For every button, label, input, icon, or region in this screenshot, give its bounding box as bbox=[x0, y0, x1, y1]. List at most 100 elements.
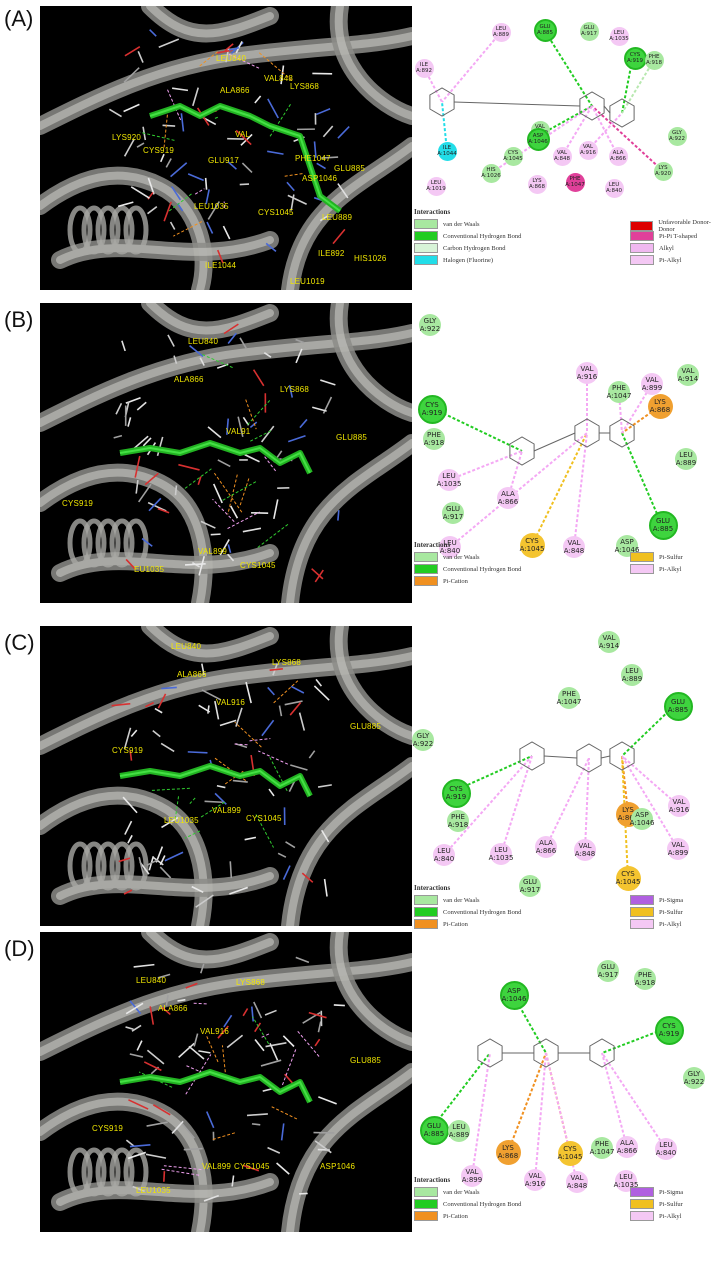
residue-number: A:848 bbox=[566, 1182, 588, 1190]
residue-label-3d: LEU889 bbox=[322, 213, 353, 222]
legend-item: van der Waals bbox=[414, 552, 480, 562]
residue-name: ASP bbox=[635, 811, 649, 819]
legend-swatch bbox=[414, 1211, 438, 1221]
interaction-line bbox=[591, 105, 664, 172]
residue-label-3d: CYS1045 bbox=[234, 1162, 270, 1171]
residue-label-3d: ASP1046 bbox=[320, 1162, 356, 1171]
legend-label: Pi-Cation bbox=[443, 577, 468, 585]
interaction-line bbox=[471, 1052, 491, 1177]
residue-number: A:916 bbox=[668, 806, 690, 814]
ligand-ring bbox=[509, 436, 535, 466]
residue-name: PHE bbox=[595, 1140, 609, 1148]
interaction-line bbox=[500, 755, 533, 855]
residue-name: LYS bbox=[654, 398, 666, 406]
residue-label-3d: VAL91 bbox=[226, 427, 251, 436]
residue-label-3d: LEU840 bbox=[136, 976, 167, 985]
residue-name: LEU bbox=[659, 1141, 673, 1149]
residue-name: CYS bbox=[563, 1145, 577, 1153]
residue-name: VAL bbox=[672, 798, 686, 806]
legend-item: Pi-Cation bbox=[414, 919, 468, 929]
residue-number: A:916 bbox=[524, 1180, 546, 1188]
legend-label: Pi-Cation bbox=[443, 920, 468, 928]
residue-label-3d: ASP1046 bbox=[302, 174, 338, 183]
residue-name: GLU bbox=[583, 25, 595, 31]
residue-label-3d: EU1035 bbox=[134, 565, 165, 574]
residue-number: A:899 bbox=[461, 1176, 483, 1184]
legend-swatch bbox=[630, 243, 654, 253]
residue-name: VAL bbox=[681, 367, 695, 375]
residue-name: VAL bbox=[567, 539, 581, 547]
residue-number: A:866 bbox=[497, 498, 519, 506]
residue-number: A:840 bbox=[655, 1149, 677, 1157]
legend-item: Pi-Alkyl bbox=[630, 255, 681, 265]
residue-name: LEU bbox=[442, 472, 456, 480]
residue-number: A:919 bbox=[421, 409, 443, 417]
residue-number: A:918 bbox=[423, 439, 445, 447]
residue-number: A:889 bbox=[621, 675, 643, 683]
residue-label-3d: VAL916 bbox=[200, 1027, 230, 1036]
legend-swatch bbox=[414, 231, 438, 241]
legend-item: Unfavorable Donor-Donor bbox=[630, 219, 725, 233]
residue-name: VAL bbox=[465, 1168, 479, 1176]
ribbon-render bbox=[40, 6, 412, 290]
residue-number: A:899 bbox=[667, 849, 689, 857]
residue-label-3d: CYS919 bbox=[143, 146, 174, 155]
residue-name: CYS bbox=[662, 1022, 676, 1030]
legend-swatch bbox=[414, 907, 438, 917]
residue-number: A:885 bbox=[667, 706, 689, 714]
residue-name: LEU bbox=[494, 846, 508, 854]
legend-label: Pi-Alkyl bbox=[659, 1212, 682, 1220]
residue-name: PHE bbox=[612, 384, 626, 392]
residue-name: ALA bbox=[539, 839, 553, 847]
interaction-line bbox=[545, 757, 590, 848]
ligand-ring bbox=[533, 1038, 559, 1068]
legend-swatch bbox=[630, 564, 654, 574]
legend-title: Interactions bbox=[414, 1176, 451, 1184]
residue-label-3d: VAL bbox=[235, 130, 251, 139]
residue-number: A:885 bbox=[423, 1130, 445, 1138]
residue-number: A:917 bbox=[580, 31, 598, 37]
legend-label: Unfavorable Donor-Donor bbox=[658, 219, 711, 233]
interaction-line bbox=[441, 101, 448, 152]
interaction-line bbox=[601, 1052, 628, 1148]
residue-label-3d: VAL916 bbox=[216, 698, 246, 707]
residue-name: LEU bbox=[608, 182, 620, 188]
legend-item: Alkyl bbox=[630, 243, 674, 253]
legend-item: Pi-Sigma bbox=[630, 1187, 683, 1197]
residue-name: PHE bbox=[638, 971, 652, 979]
legend-label: Conventional Hydrogen Bond bbox=[443, 1200, 522, 1208]
legend-label: Pi-Alkyl bbox=[659, 920, 682, 928]
legend-swatch bbox=[414, 576, 438, 586]
legend-swatch bbox=[414, 219, 438, 229]
residue-name: ALA bbox=[620, 1139, 634, 1147]
residue-number: A:866 bbox=[609, 156, 627, 162]
residue-name: VAL bbox=[645, 376, 659, 384]
interaction-line bbox=[542, 27, 593, 107]
residue-number: A:922 bbox=[419, 325, 441, 333]
residue-number: A:868 bbox=[617, 814, 639, 822]
residue-number: A:848 bbox=[553, 156, 571, 162]
residue-label-3d: CYS1045 bbox=[240, 561, 276, 570]
residue-number: A:1047 bbox=[565, 182, 585, 188]
residue-label-3d: VAL899 bbox=[198, 547, 228, 556]
residue-number: A:918 bbox=[645, 60, 663, 66]
legend-title: Interactions bbox=[414, 208, 451, 216]
